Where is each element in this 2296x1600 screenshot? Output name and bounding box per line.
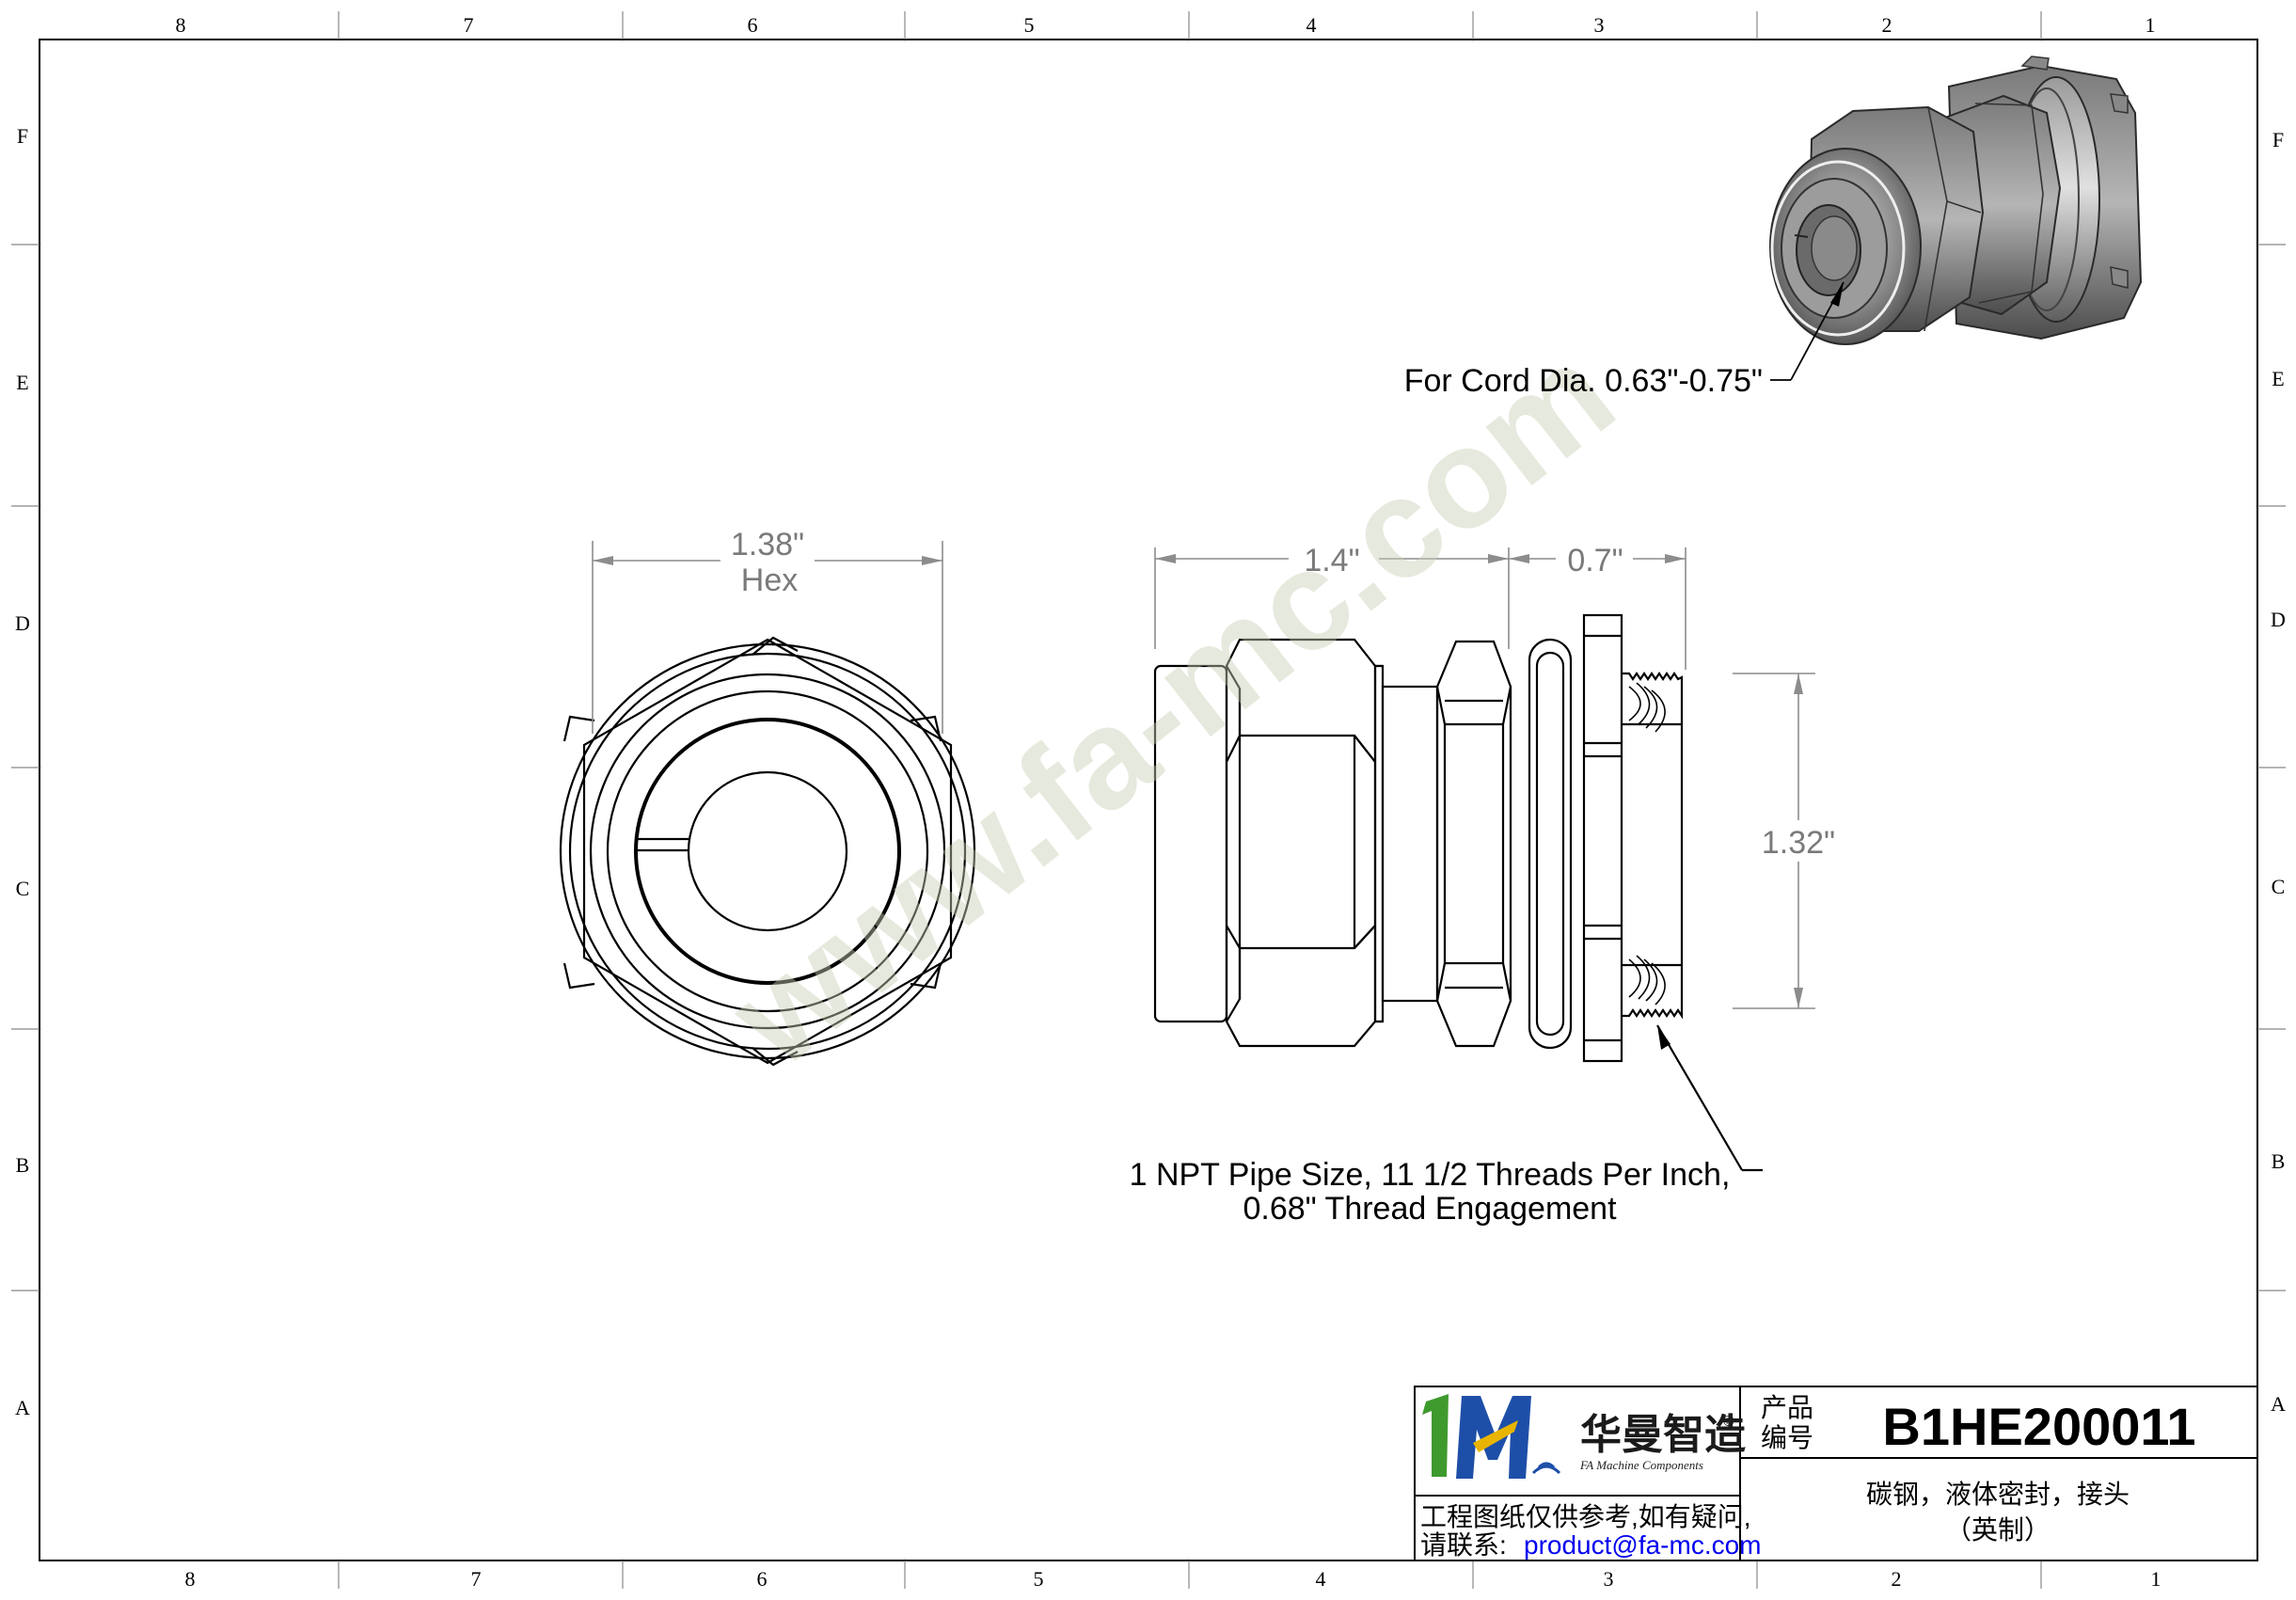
zone-row-a-right: A (2271, 1392, 2286, 1416)
dim-hex-label: Hex (741, 562, 798, 598)
side-view: 1.4" 0.7" 1.32" 1 NPT Pipe Size, 11 1/2 … (1130, 538, 1842, 1227)
logo-chinese-name: 华曼智造 (1580, 1411, 1746, 1459)
zone-col-7: 7 (464, 13, 474, 37)
zone-row-d: D (15, 611, 30, 635)
zone-col-1: 1 (2146, 13, 2156, 37)
zone-labels-right: F E D C B A (2271, 128, 2286, 1416)
front-seal-outer (606, 689, 929, 1013)
front-outer-flange (559, 642, 976, 1060)
note-cord-diameter: For Cord Dia. 0.63"-0.75" (1404, 363, 1763, 399)
zone-col-2-bottom: 2 (1892, 1567, 1902, 1591)
zone-row-b-right: B (2272, 1149, 2286, 1173)
zone-col-7-bottom: 7 (471, 1567, 482, 1591)
front-hex-outline (582, 638, 953, 1065)
zone-row-d-right: D (2271, 608, 2286, 631)
zone-col-5: 5 (1024, 13, 1035, 37)
zone-col-3: 3 (1594, 13, 1605, 37)
zone-col-6-bottom: 6 (757, 1567, 768, 1591)
zone-row-f: F (17, 124, 28, 148)
zone-row-c: C (16, 877, 30, 900)
zone-row-c-right: C (2272, 875, 2286, 898)
isometric-render: For Cord Dia. 0.63"-0.75" (1404, 55, 2143, 399)
zone-col-4: 4 (1306, 13, 1317, 37)
product-label-1: 产品 (1761, 1393, 1813, 1422)
note-thread-line1: 1 NPT Pipe Size, 11 1/2 Threads Per Inch… (1130, 1157, 1731, 1193)
zone-col-8-bottom: 8 (185, 1567, 196, 1591)
watermark-text: www.fa-mc.com (701, 313, 1641, 1097)
dim-length-thread: 0.7" (1567, 543, 1623, 578)
note-thread-line2: 0.68" Thread Engagement (1243, 1191, 1617, 1227)
zone-col-8: 8 (176, 13, 186, 37)
description-line1: 碳钢，液体密封，接头 (1866, 1480, 2130, 1509)
drawing-frame (11, 11, 2286, 1589)
zone-row-a: A (15, 1396, 30, 1419)
dim-length-main: 1.4" (1304, 543, 1359, 578)
side-body-hex (1435, 640, 1512, 1048)
zone-row-b: B (16, 1153, 30, 1177)
zone-row-e-right: E (2272, 367, 2284, 390)
zone-row-e: E (16, 371, 28, 394)
dim-hex-value: 1.38" (731, 527, 804, 562)
side-locknut (1582, 613, 1623, 1063)
product-label-2: 编号 (1761, 1423, 1813, 1452)
logo-registered-mark: ® (1723, 1414, 1734, 1430)
front-view: 1.38" Hex (559, 527, 976, 1067)
description-line2: （英制） (1945, 1515, 2051, 1545)
front-view-lugs (562, 636, 942, 1067)
zone-labels-top: 8 7 6 5 4 3 2 1 (176, 13, 2156, 37)
front-nut-face (589, 673, 946, 1030)
company-logo: 华曼智造 ® FA Machine Components (1422, 1394, 1746, 1479)
side-o-ring (1528, 638, 1573, 1050)
zone-row-f-right: F (2272, 128, 2284, 151)
zone-labels-left: F E D C B A (15, 124, 30, 1419)
front-flange-inner (568, 652, 967, 1051)
zone-col-3-bottom: 3 (1604, 1567, 1614, 1591)
zone-col-6: 6 (748, 13, 758, 37)
notice-line2: 请联系: (1420, 1530, 1507, 1560)
zone-col-2: 2 (1882, 13, 1892, 37)
part-number: B1HE200011 (1882, 1397, 2195, 1456)
zone-labels-bottom: 8 7 6 5 4 3 2 1 (185, 1567, 2161, 1591)
side-thread (1622, 672, 1684, 1020)
zone-col-5-bottom: 5 (1034, 1567, 1044, 1591)
zone-col-4-bottom: 4 (1316, 1567, 1326, 1591)
contact-email-link[interactable]: product@fa-mc.com (1524, 1530, 1762, 1560)
zone-col-1-bottom: 1 (2151, 1567, 2161, 1591)
title-block: 华曼智造 ® FA Machine Components 工程图纸仅供参考,如有… (1414, 1386, 2258, 1561)
dim-thread-diameter: 1.32" (1762, 825, 1835, 861)
logo-english-name: FA Machine Components (1579, 1458, 1703, 1472)
notice-line1: 工程图纸仅供参考,如有疑问, (1420, 1502, 1751, 1531)
